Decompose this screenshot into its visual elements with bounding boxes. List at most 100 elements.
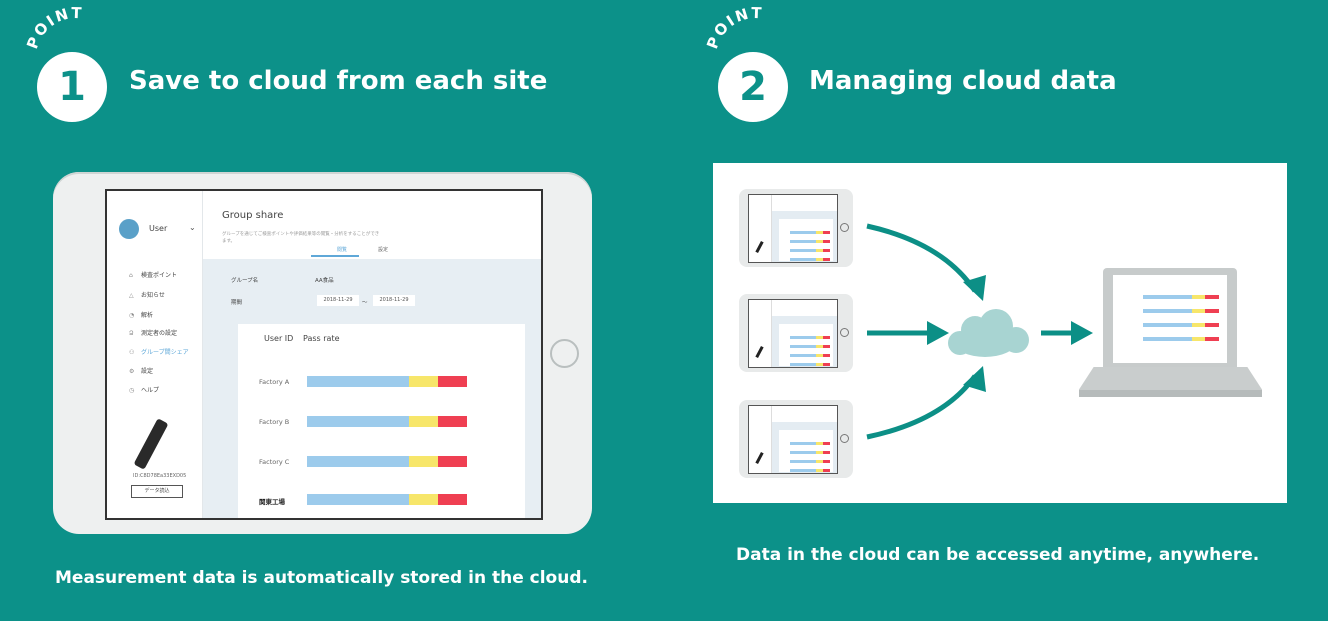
bar-segment-warning (815, 354, 823, 357)
tab-settings[interactable]: 設定 (378, 247, 389, 253)
bar-segment-fail (1205, 337, 1219, 341)
data-load-button[interactable]: データ読込 (131, 485, 183, 498)
bar-segment-warning (815, 345, 823, 348)
bar-segment-fail (822, 442, 830, 445)
mini-home-button (840, 434, 849, 443)
group-value: AA食品 (315, 278, 334, 284)
bar-segment-fail (438, 494, 467, 505)
chart-icon: ◔ (129, 312, 135, 319)
mini-pass-rate-bar (790, 469, 830, 472)
sidebar-item-settings[interactable]: ⚙設定 (129, 368, 154, 375)
page-title: Group share (222, 210, 284, 221)
laptop-pass-rate-bar (1143, 295, 1219, 299)
mini-pass-rate-bar (790, 240, 830, 243)
bar-segment-pass (790, 258, 816, 261)
bar-segment-warning (815, 363, 823, 366)
bar-segment-fail (822, 258, 830, 261)
bar-segment-pass (790, 249, 816, 252)
bar-segment-warning (815, 249, 823, 252)
group-label: グループ名 (231, 278, 259, 284)
tab-view[interactable]: 閲覧 (337, 247, 348, 253)
bar-segment-fail (822, 345, 830, 348)
row-label: Factory A (259, 378, 290, 386)
site-tablet-2 (739, 294, 853, 372)
laptop-pass-rate-bar (1143, 323, 1219, 327)
tablet-home-button (550, 339, 579, 368)
bar-segment-warning (409, 494, 439, 505)
bar-segment-pass (790, 363, 816, 366)
tab-active-indicator (311, 255, 359, 257)
bar-segment-fail (822, 469, 830, 472)
bar-segment-pass (790, 469, 816, 472)
point-number-2: 2 (739, 64, 767, 110)
user-name[interactable]: User (149, 224, 168, 233)
avatar (119, 219, 139, 239)
mini-pass-rate-bar (790, 258, 830, 261)
date-from-field[interactable]: 2018-11-29 (317, 295, 359, 306)
bar-segment-fail (822, 354, 830, 357)
bar-segment-pass (790, 460, 816, 463)
bar-segment-fail (822, 249, 830, 252)
page-header: Group share グループを通じてご検査ポイントや評価結果等の閲覧・分析を… (203, 191, 541, 259)
person-lock-icon: Ձ (129, 330, 134, 337)
bar-segment-pass (1143, 323, 1192, 327)
period-label: 期間 (231, 300, 243, 306)
bar-segment-pass (307, 456, 410, 467)
column-user-id: User ID (264, 334, 294, 343)
svg-text:POINT: POINT (703, 4, 764, 51)
mini-sidebar (749, 300, 772, 367)
chevron-down-icon[interactable]: ⌄ (189, 223, 196, 232)
bar-segment-pass (1143, 309, 1192, 313)
cloud-icon (948, 309, 1029, 357)
date-separator: ～ (362, 300, 368, 306)
bar-segment-warning (815, 336, 823, 339)
sidebar-item-inspection[interactable]: ⌂検査ポイント (129, 272, 178, 279)
home-icon: ⌂ (129, 272, 133, 279)
mini-home-button (840, 223, 849, 232)
bar-segment-pass (307, 494, 410, 505)
mini-sidebar (749, 195, 772, 262)
laptop-pass-rate-bar (1143, 309, 1219, 313)
bar-segment-warning (1191, 323, 1206, 327)
bar-segment-fail (1205, 295, 1219, 299)
svg-text:POINT: POINT (23, 4, 84, 51)
date-to-field[interactable]: 2018-11-29 (373, 295, 415, 306)
bar-segment-pass (1143, 295, 1192, 299)
bar-segment-fail (438, 416, 467, 427)
sidebar-item-notices[interactable]: △お知らせ (129, 292, 165, 299)
sidebar-item-group-share[interactable]: ⚇グループ間シェア (129, 349, 189, 356)
sidebar-item-help[interactable]: ◷ヘルプ (129, 387, 160, 394)
bar-segment-fail (438, 376, 467, 387)
bar-segment-fail (822, 451, 830, 454)
site-tablet-3 (739, 400, 853, 478)
mini-pass-rate-bar (790, 460, 830, 463)
device-id: ID:C8D78Ea33EXD05 (133, 473, 187, 479)
bar-segment-warning (815, 469, 823, 472)
bar-segment-fail (822, 231, 830, 234)
gear-icon: ⚙ (129, 368, 135, 375)
section-title-1: Save to cloud from each site (129, 66, 548, 96)
mini-pass-rate-bar (790, 345, 830, 348)
laptop-screen (1113, 275, 1227, 363)
bar-segment-warning (1191, 337, 1206, 341)
bar-segment-warning (815, 460, 823, 463)
sidebar-item-analysis[interactable]: ◔解析 (129, 312, 154, 319)
bar-segment-warning (815, 451, 823, 454)
bar-segment-warning (815, 258, 823, 261)
bar-segment-warning (1191, 295, 1206, 299)
bar-segment-fail (822, 363, 830, 366)
pass-rate-card: User ID Pass rate Factory A Factory B Fa… (238, 324, 525, 518)
point-number-badge-2: 2 (718, 52, 788, 122)
help-icon: ◷ (129, 387, 135, 394)
mini-pass-rate-bar (790, 354, 830, 357)
caption-1: Measurement data is automatically stored… (55, 568, 588, 588)
group-icon: ⚇ (129, 349, 135, 356)
bar-segment-fail (438, 456, 467, 467)
bar-segment-pass (790, 451, 816, 454)
mini-pass-rate-bar (790, 363, 830, 366)
section-title-2: Managing cloud data (809, 66, 1117, 96)
site-tablet-screen (748, 405, 838, 474)
